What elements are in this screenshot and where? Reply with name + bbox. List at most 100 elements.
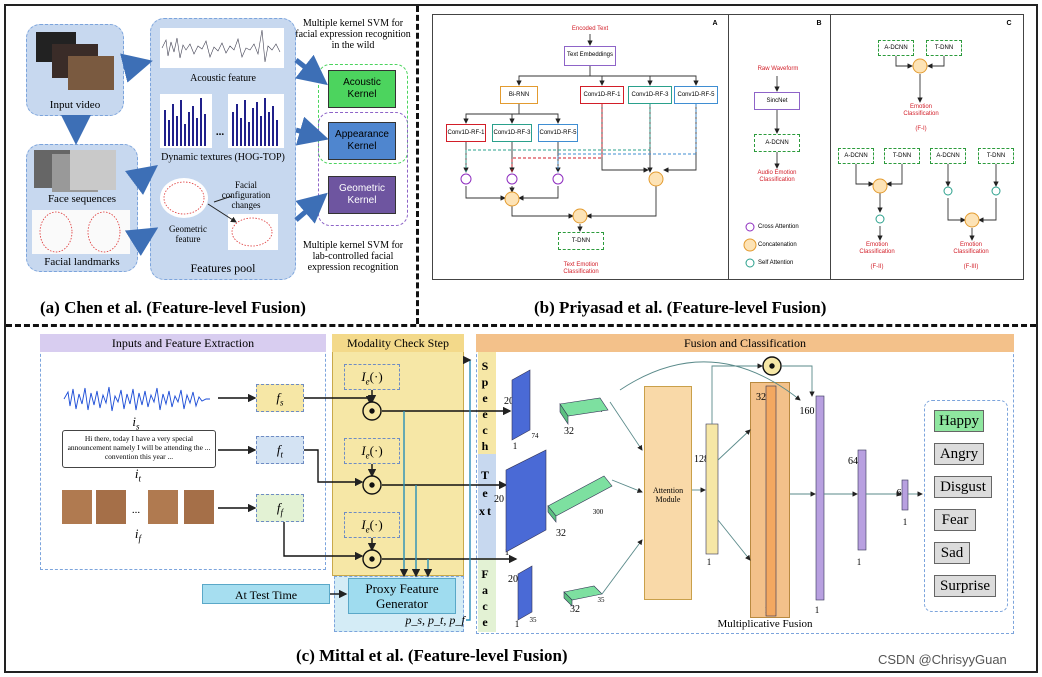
conv-rf3-bottom-label: Conv1D-RF-3 <box>493 130 531 136</box>
acoustic-kernel-box: Acoustic Kernel <box>328 70 396 108</box>
acoustic-waveform-lines <box>161 29 281 63</box>
panel-b-divider-2 <box>830 14 831 280</box>
acoustic-signal-plot <box>160 28 284 68</box>
panel-b-caption: (b) Priyasad et al. (Feature-level Fusio… <box>534 298 827 317</box>
dynamic-textures-label: Dynamic textures (HOG-TOP) <box>161 152 285 163</box>
c-emotion-1: Emotion Classification <box>903 104 939 117</box>
proxy-output-label: p_s, p_t, p_f <box>405 613 465 627</box>
geometric-feature-label: Geometric feature <box>169 224 207 244</box>
label-a: A <box>712 20 718 27</box>
label-c: C <box>1006 20 1012 27</box>
face-img-1 <box>62 490 92 524</box>
face-img-3 <box>148 490 178 524</box>
fusion-lines <box>601 361 923 595</box>
panel-divider-ab <box>416 6 419 324</box>
landmark-faces <box>39 181 273 253</box>
conv-rf5-top <box>674 86 718 104</box>
video-frame-3 <box>68 56 114 90</box>
dim-160: 160 <box>799 406 815 417</box>
input-video-label: Input video <box>49 99 101 111</box>
c-tdnn-mid-2 <box>978 148 1014 164</box>
modality-panel <box>332 334 464 576</box>
bi-rnn-label: Bi-RNN <box>508 92 530 98</box>
text-embeddings-box <box>564 46 616 66</box>
csdn-watermark: CSDN @ChrisyyGuan <box>878 652 1007 667</box>
legend-self-attention: Self Attention <box>758 260 794 266</box>
sincnet-label: SincNet <box>766 98 788 104</box>
dim-1-6: 1 <box>902 517 908 527</box>
conv-rf5-top-label: Conv1D-RF-5 <box>677 92 715 98</box>
conv-rf1-bottom <box>446 124 486 142</box>
panel-c-caption: (c) Mittal et al. (Feature-level Fusion) <box>296 646 568 665</box>
c-adcnn-mid-1 <box>838 148 874 164</box>
encoded-text-label: Encoded Text <box>571 26 609 32</box>
panel-b-divider-1 <box>728 14 729 280</box>
legend-concatenation: Concatenation <box>758 242 797 248</box>
emotion-list-frame <box>924 400 1008 612</box>
emotion-sad: Sad <box>934 542 970 564</box>
a-dcnn-box-b <box>754 134 800 152</box>
features-pool-label: Features pool <box>190 261 256 275</box>
emotion-happy: Happy <box>934 410 984 432</box>
c-tdnn-top-label: T-DNN <box>934 45 954 51</box>
tensors <box>505 369 909 621</box>
dim-300-text-b: 300 <box>592 508 604 516</box>
c-fii: (F-II) <box>870 264 884 270</box>
dim-1-face: 1 <box>514 619 520 629</box>
dim-1-speech: 1 <box>512 441 518 451</box>
conv-rf3-top <box>628 86 672 104</box>
lab-kernel-group <box>318 112 408 226</box>
config-arrow <box>213 195 233 203</box>
emotion-disgust: Disgust <box>934 476 992 498</box>
c-fi: (F-I) <box>915 126 927 132</box>
t-dnn-label: T-DNN <box>571 238 591 244</box>
t-dnn-box <box>558 232 604 250</box>
panel-divider-top-bottom <box>6 324 1036 327</box>
c-tdnn-mid-1 <box>884 148 920 164</box>
sincnet-box <box>754 92 800 110</box>
odot-ops <box>362 356 782 569</box>
sample-text-box: Hi there, today I have a very special an… <box>62 430 216 468</box>
c-adcnn-mid-2-label: A-DCNN <box>936 153 960 159</box>
conv-rf1-top-label: Conv1D-RF-1 <box>583 92 621 98</box>
f-t-box: ft <box>256 436 304 464</box>
label-b: B <box>816 20 822 27</box>
i-t-label: it <box>134 466 142 484</box>
inputs-header: Inputs and Feature Extraction <box>40 334 326 352</box>
conv-rf3-top-label: Conv1D-RF-3 <box>631 92 669 98</box>
emotion-surprise: Surprise <box>934 575 996 597</box>
face-strip <box>478 558 496 632</box>
facial-landmarks-label: Facial landmarks <box>44 256 120 268</box>
attention-module <box>644 386 692 600</box>
landmarks-img <box>32 210 130 254</box>
conv-rf3-bottom <box>492 124 532 142</box>
a-dcnn-label-b: A-DCNN <box>765 140 789 146</box>
ie-box-speech: Ie(·) <box>344 364 400 390</box>
ellipsis-dots: ... <box>215 126 225 138</box>
legend-cross-attention: Cross Attention <box>758 224 799 230</box>
c-adcnn-mid-1-label: A-DCNN <box>844 153 868 159</box>
face-seq-img-3 <box>70 150 116 190</box>
geometric-face-1 <box>160 178 208 218</box>
proxy-lines <box>399 358 475 621</box>
dim-1-att: 1 <box>706 557 712 567</box>
emotion-angry: Angry <box>934 443 984 465</box>
attention-module-label: Attention Module <box>652 486 684 504</box>
geom-arrow <box>207 203 237 223</box>
c-emotion-3: Emotion Classification <box>953 242 989 255</box>
panel-b-dashed <box>465 104 697 172</box>
i-f-label: if <box>134 526 142 544</box>
panel-a-arrows <box>61 53 329 256</box>
conv-rf5-bottom-label: Conv1D-RF-5 <box>539 130 577 136</box>
dim-32-mult: 32 <box>756 392 766 403</box>
text-label: Text <box>479 468 493 518</box>
wild-kernel-group <box>318 64 408 164</box>
dim-35-face-a: 35 <box>529 616 537 624</box>
at-test-time-box: At Test Time <box>202 584 330 604</box>
ie-box-text: Ie(·) <box>344 438 400 464</box>
face-sequences-label: Face sequences <box>47 193 117 205</box>
dim-20-face: 20 <box>508 574 518 585</box>
proxy-feature-generator: Proxy Feature Generator <box>348 578 456 614</box>
hog-bars <box>164 98 278 146</box>
figure-frame <box>4 4 1038 673</box>
